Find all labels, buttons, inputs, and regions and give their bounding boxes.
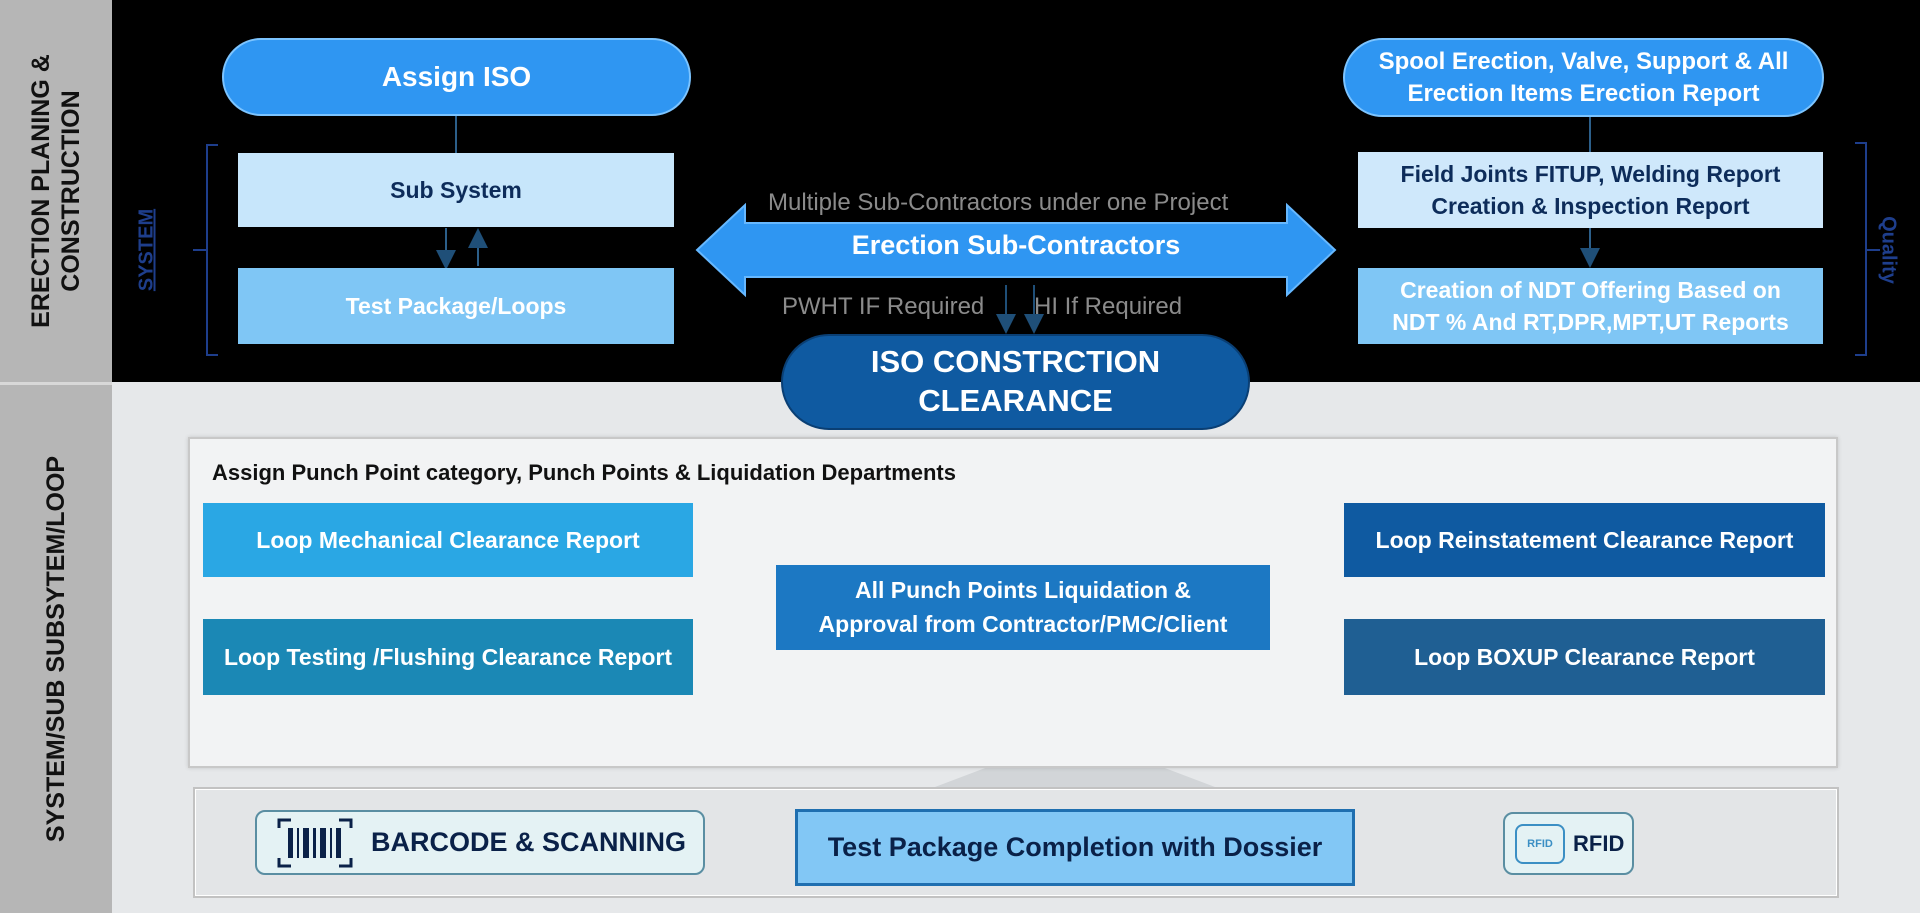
rfid-label: RFID: [1573, 830, 1625, 856]
spool-erection-box: Spool Erection, Valve, Support & All Ere…: [1343, 38, 1824, 117]
iso-clearance-line2: CLEARANCE: [918, 383, 1113, 418]
punch-liquidation-line1: All Punch Points Liquidation &: [854, 577, 1192, 604]
hi-note: HI If Required: [1034, 293, 1183, 320]
barcode-scanning-badge: BARCODE & SCANNING: [255, 810, 705, 875]
multiple-sub-contractors-note: Multiple Sub-Contractors under one Proje…: [768, 189, 1229, 216]
ndt-offering-line2: NDT % And RT,DPR,MPT,UT Reports: [1392, 309, 1789, 335]
assign-iso-box: Assign ISO: [222, 38, 691, 116]
spool-erection-line2: Erection Items Erection Report: [1407, 79, 1760, 107]
loop-boxup-label: Loop BOXUP Clearance Report: [1414, 643, 1755, 670]
barcode-scanning-label: BARCODE & SCANNING: [371, 827, 687, 857]
loop-testing-flushing-label: Loop Testing /Flushing Clearance Report: [223, 643, 673, 670]
rfid-badge: RFID RFID: [1503, 812, 1634, 875]
loop-mechanical-clearance-box: Loop Mechanical Clearance Report: [203, 503, 693, 577]
test-package-loops-box: Test Package/Loops: [238, 268, 674, 344]
system-side-label: SYSTEM: [135, 208, 158, 292]
spool-erection-line1: Spool Erection, Valve, Support & All: [1378, 48, 1789, 76]
loop-boxup-box: Loop BOXUP Clearance Report: [1344, 619, 1825, 695]
punch-liquidation-approval-box: All Punch Points Liquidation & Approval …: [776, 565, 1270, 650]
assign-iso-label: Assign ISO: [381, 61, 532, 92]
test-package-loops-label: Test Package/Loops: [345, 292, 567, 319]
loop-reinstatement-label: Loop Reinstatement Clearance Report: [1375, 526, 1794, 553]
loop-reinstatement-box: Loop Reinstatement Clearance Report: [1344, 503, 1825, 577]
field-joints-box: Field Joints FITUP, Welding Report Creat…: [1358, 152, 1823, 228]
field-joints-line2: Creation & Inspection Report: [1431, 193, 1750, 219]
left-label-erection: ERECTION PLANING & CONSTRUCTION: [0, 0, 112, 382]
field-joints-line1: Field Joints FITUP, Welding Report: [1400, 160, 1781, 187]
ndt-offering-line1: Creation of NDT Offering Based on: [1400, 276, 1781, 303]
barcode-icon: [277, 818, 353, 867]
quality-side-label: Quality: [1877, 216, 1900, 284]
punch-panel-title: Assign Punch Point category, Punch Point…: [212, 460, 956, 485]
iso-construction-clearance-box: ISO CONSTRCTION CLEARANCE: [781, 334, 1250, 430]
left-label-system: SYSTEM/SUB SUBSYTEM/LOOP: [0, 382, 112, 913]
pwht-note: PWHT IF Required: [782, 293, 985, 320]
rfid-icon: RFID: [1515, 823, 1565, 864]
loop-testing-flushing-box: Loop Testing /Flushing Clearance Report: [203, 619, 693, 695]
ndt-offering-box: Creation of NDT Offering Based on NDT % …: [1358, 268, 1823, 344]
sub-system-label: Sub System: [390, 176, 522, 203]
test-package-completion-box: Test Package Completion with Dossier: [795, 809, 1355, 886]
sub-system-box: Sub System: [238, 153, 674, 227]
loop-mechanical-clearance-label: Loop Mechanical Clearance Report: [256, 526, 640, 553]
iso-clearance-line1: ISO CONSTRCTION: [870, 344, 1161, 380]
test-package-completion-label: Test Package Completion with Dossier: [827, 832, 1323, 862]
erection-sub-contractors-label: Erection Sub-Contractors: [851, 230, 1181, 260]
punch-liquidation-line2: Approval from Contractor/PMC/Client: [818, 610, 1228, 637]
